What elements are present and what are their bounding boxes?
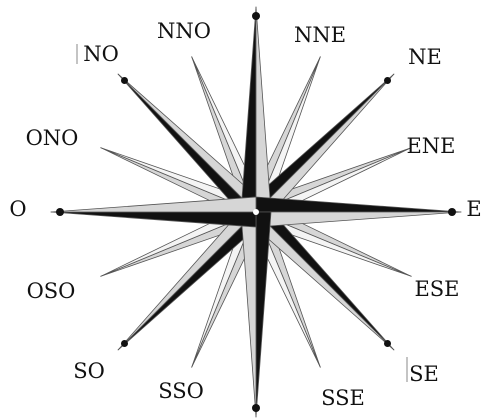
point-se-tip-knob bbox=[384, 340, 391, 347]
label-so: SO bbox=[73, 359, 105, 383]
rose-center bbox=[253, 209, 259, 215]
point-o-left-half bbox=[51, 212, 256, 227]
label-o: O bbox=[9, 197, 26, 221]
point-no-tip-knob bbox=[121, 77, 128, 84]
label-ese: ESE bbox=[414, 277, 459, 301]
point-o-tip-knob bbox=[56, 208, 64, 216]
label-ne: NE bbox=[408, 45, 442, 69]
point-s-right-half bbox=[241, 212, 256, 417]
point-e-tip-knob bbox=[448, 208, 456, 216]
point-o-right-half bbox=[51, 197, 256, 212]
label-nno: NNO bbox=[157, 19, 211, 43]
label-ene: ENE bbox=[406, 134, 455, 158]
point-s-left-half bbox=[256, 212, 271, 417]
point-n-left-half bbox=[241, 7, 256, 212]
point-e-right-half bbox=[256, 212, 461, 227]
label-nne: NNE bbox=[294, 23, 346, 47]
point-n-tip-knob bbox=[252, 12, 260, 20]
point-e-left-half bbox=[256, 197, 461, 212]
label-e: E bbox=[466, 197, 481, 221]
label-sso: SSO bbox=[158, 379, 204, 403]
label-ono: ONO bbox=[26, 126, 79, 150]
point-s-tip-knob bbox=[252, 404, 260, 412]
label-sse: SSE bbox=[321, 386, 365, 410]
cardinal-points bbox=[51, 7, 461, 417]
label-oso: OSO bbox=[27, 279, 76, 303]
point-ne-tip-knob bbox=[384, 77, 391, 84]
point-so-tip-knob bbox=[121, 340, 128, 347]
point-n-right-half bbox=[256, 7, 271, 212]
label-se: SE bbox=[409, 362, 439, 386]
label-no: NO bbox=[83, 42, 119, 66]
